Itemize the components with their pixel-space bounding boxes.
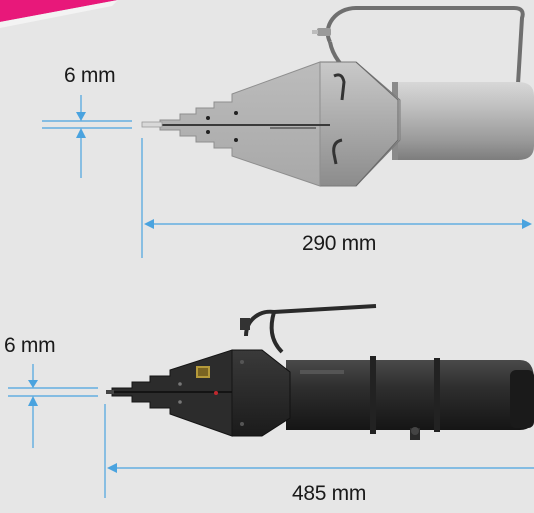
bottom-length-dimension-lines [104,404,534,498]
bottom-tool-image [106,304,534,440]
top-tool-image [141,6,534,187]
top-tip-dimension-label: 6 mm [64,64,116,87]
top-tip-dimension-lines [42,95,132,178]
bottom-tip-dimension-label: 6 mm [4,334,56,357]
bottom-length-dimension-label: 485 mm [292,482,367,505]
corner-ribbon [0,0,118,28]
bottom-tip-dimension-lines [8,364,98,448]
top-length-dimension-label: 290 mm [302,232,377,255]
top-length-dimension-lines [141,138,532,258]
